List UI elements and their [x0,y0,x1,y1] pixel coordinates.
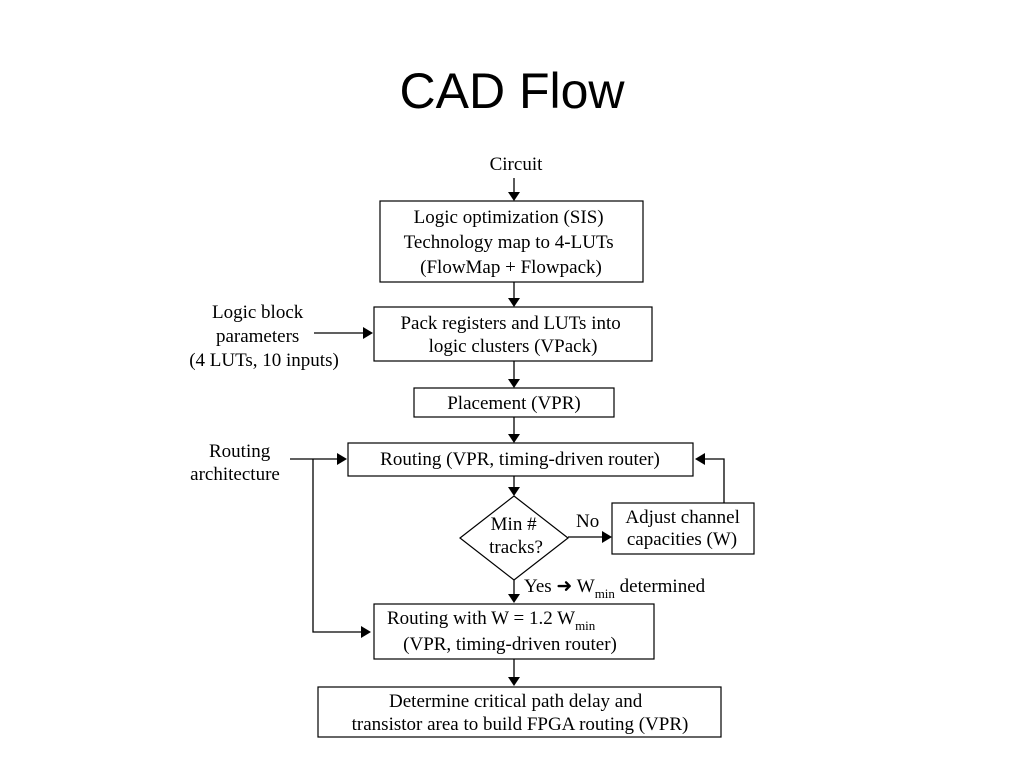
decision-line1: Min # [491,514,537,535]
slide-title: CAD Flow [399,63,625,119]
no-label: No [576,511,599,532]
critical-path-line1: Determine critical path delay and [389,691,643,712]
adjust-box [611,502,755,555]
arrowhead [508,192,520,201]
svg-text:Logic block parameters: Logic block parameters (4 LUTs, 10 input… [189,302,339,371]
logic-optimization-box [379,200,644,283]
critical-path-box [317,686,722,738]
svg-text:Min # tracks?: Min # tracks? [489,514,543,558]
decision-line2: tracks? [489,537,543,558]
placement-label: Placement (VPR) [447,393,581,414]
pack-box [373,306,653,362]
routing-arch-line1: Routing [209,441,271,462]
logic-optimization-line2: Technology map to 4-LUTs [404,232,614,253]
arrowhead [508,379,520,388]
final-routing-line2: (VPR, timing-driven router) [403,634,617,655]
final-routing-box [373,603,655,660]
yes-label: Yes ➜ Wmin determined [524,576,706,601]
arrowhead [508,677,520,686]
arrowhead [508,298,520,307]
logic-block-params-line1: Logic block [212,302,304,323]
logic-optimization-line1: Logic optimization (SIS) [414,207,604,228]
svg-text:Logic optimization (SIS) T: Logic optimization (SIS) Technology map … [404,207,619,278]
arrowhead [361,626,371,638]
routing-box [347,442,694,477]
routing-label: Routing (VPR, timing-driven router) [380,449,660,470]
logic-optimization-line3: (FlowMap + Flowpack) [420,257,602,278]
adjust-line2: capacities (W) [627,529,737,550]
svg-text:Adjust channel capacities: Adjust channel capacities (W) [625,507,744,550]
pack-line2: logic clusters (VPack) [429,336,598,357]
svg-text:Routing architecture: Routing architecture [190,441,280,485]
arrowhead [602,531,612,543]
arrowhead [508,487,520,496]
adjust-line1: Adjust channel [625,507,740,528]
critical-path-line2: transistor area to build FPGA routing (V… [352,714,689,735]
arrowhead [363,327,373,339]
logic-block-params-line3: (4 LUTs, 10 inputs) [189,350,339,371]
arrowhead [508,594,520,603]
arrow-adjust-to-routing [704,458,725,503]
logic-block-params-line2: parameters [216,326,299,347]
arrowhead [337,453,347,465]
arrow-arch-to-final-routing [312,459,362,633]
routing-arch-line2: architecture [190,464,280,485]
svg-text:Determine critical path delay: Determine critical path delay and transi… [352,691,689,735]
circuit-label: Circuit [490,154,543,175]
pack-line1: Pack registers and LUTs into [400,313,620,334]
arrowhead [695,453,705,465]
final-routing-line1: Routing with W = 1.2 Wmin [387,608,596,633]
arrowhead [508,434,520,443]
svg-text:Pack registers and LUTs into: Pack registers and LUTs into logic clust… [400,313,625,357]
